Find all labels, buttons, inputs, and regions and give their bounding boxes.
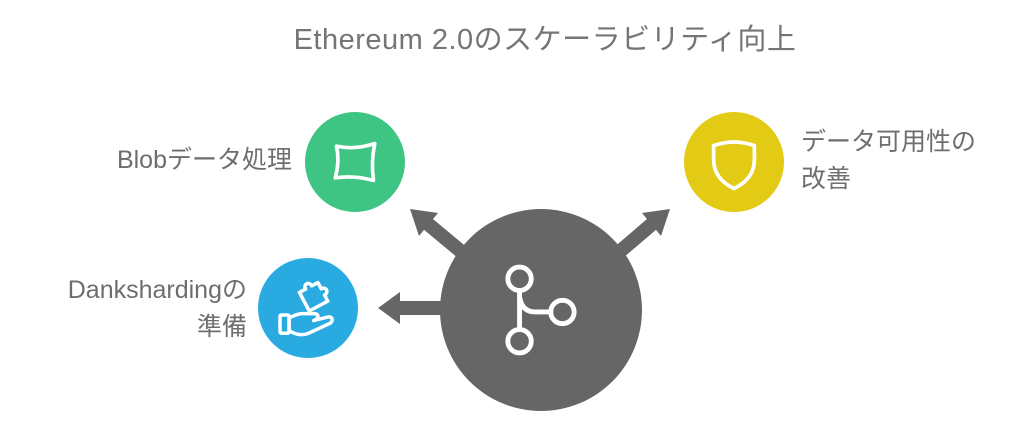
node-circle-blob [305, 112, 405, 212]
node-circle-danksharding [258, 258, 358, 358]
node-circle-availability [684, 112, 784, 212]
label-blob: Blobデータ処理 [117, 142, 292, 179]
hub-circle [440, 209, 642, 411]
diagram-title: Ethereum 2.0のスケーラビリティ向上 [293, 24, 797, 56]
label-danksharding-line1: Dankshardingの [67, 276, 247, 304]
blob-sheet-icon [333, 141, 377, 183]
shield-icon [711, 140, 757, 191]
label-blob-line: Blobデータ処理 [116, 146, 292, 174]
label-availability: データ可用性の 改善 [801, 124, 976, 198]
label-availability-line1: データ可用性の [801, 128, 977, 156]
hand-puzzle-icon [278, 280, 334, 337]
git-branch-icon [505, 264, 577, 356]
label-availability-line2: 改善 [801, 165, 852, 193]
label-danksharding: Dankshardingの 準備 [68, 272, 247, 346]
label-danksharding-line2: 準備 [196, 313, 247, 341]
